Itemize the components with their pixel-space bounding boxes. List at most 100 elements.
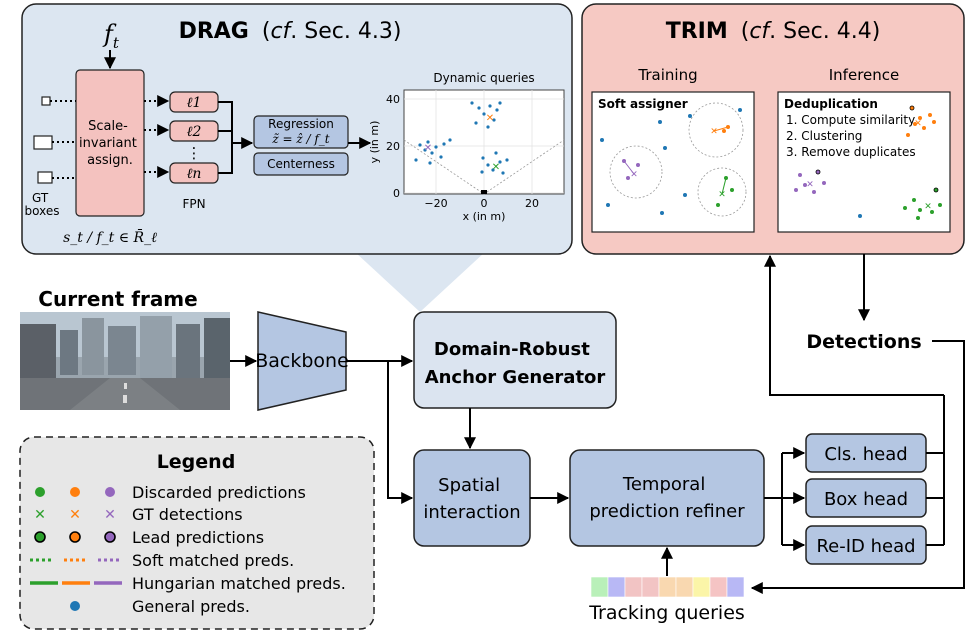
tracking-query-token (675, 576, 694, 598)
assign-box-label: Scale- invariant assign. (79, 119, 141, 168)
spatial-interaction-label: Spatial interaction (423, 475, 520, 523)
gt-boxes-label: GT boxes (25, 191, 60, 218)
tracking-query-token (590, 576, 609, 598)
legend-item-discarded: Discarded predictions (132, 483, 306, 502)
plot-xlabel: x (in m) (463, 210, 506, 223)
centerness-box (253, 152, 349, 176)
regression-box (253, 115, 349, 149)
drag-title: DRAG (cf. Sec. 4.3) (179, 19, 402, 44)
detections-label: Detections (806, 331, 921, 353)
training-gt-green: ✕ (718, 190, 726, 200)
legend-lead-orange (69, 531, 81, 543)
plot-points (414, 101, 509, 175)
tracking-queries-strip (590, 576, 745, 598)
dedup-title: Deduplication (784, 97, 878, 111)
legend-lead-purple (104, 531, 116, 543)
plot-gt-orange: ✕ (486, 113, 494, 124)
svg-text:40: 40 (386, 93, 400, 106)
svg-text:−20: −20 (424, 197, 447, 210)
training-circle-orange (688, 102, 744, 158)
training-circle-purple (609, 145, 663, 199)
backbone-label: Backbone (255, 350, 349, 372)
tracking-query-token (658, 576, 677, 598)
fpn-level-2-label: ℓ2 (187, 124, 202, 140)
gt-box-medium (33, 135, 53, 150)
tracking-query-token (607, 576, 626, 598)
drag-panel: DRAG (cf. Sec. 4.3) ft Scale- invariant … (21, 3, 573, 312)
regression-title: Regression (268, 117, 334, 131)
regression-formula: z̃ = ẑ / f_t (271, 132, 329, 146)
centerness-label: Centerness (267, 157, 335, 171)
fpn-bracket (218, 101, 233, 174)
fpn-level-1-label: ℓ1 (187, 95, 202, 111)
detections-to-tracking-arrow (750, 340, 965, 594)
legend-box (19, 436, 375, 630)
tracking-query-token (726, 576, 745, 598)
legend-discarded-purple (105, 487, 115, 497)
inference-gt-green: ✕ (924, 202, 932, 212)
legend-gt-green: ✕ (34, 507, 46, 523)
tracking-query-token (641, 576, 660, 598)
legend-item-soft: Soft matched preds. (132, 551, 294, 570)
training-gt-purple: ✕ (630, 170, 638, 180)
dedup-steps: 1. Compute similarity 2. Clustering 3. R… (786, 113, 919, 159)
svg-text:0: 0 (393, 187, 400, 200)
backbone-to-spatial-arrow (387, 361, 414, 504)
training-circle-green (697, 167, 747, 217)
soft-assigner-label: Soft assigner (598, 97, 688, 111)
inference-label: Inference (829, 66, 900, 84)
current-frame-label: Current frame (38, 287, 197, 311)
trim-title: TRIM (cf. Sec. 4.4) (666, 19, 881, 44)
plot-gt-green: ✕ (492, 162, 500, 173)
box-head-label: Box head (824, 489, 908, 510)
svg-text:20: 20 (386, 140, 400, 153)
tracking-query-token (692, 576, 711, 598)
trim-panel: TRIM (cf. Sec. 4.4) Training Inference S… (581, 3, 965, 255)
plot-tick-labels: −20 0 20 40 20 0 (386, 93, 539, 210)
inference-gt-orange: ✕ (914, 119, 922, 129)
plot-title: Dynamic queries (433, 71, 534, 85)
drag-module-label: Domain-Robust Anchor Generator (425, 339, 606, 388)
gt-box-large (37, 171, 53, 184)
heads-to-trim-arrow (764, 254, 944, 396)
reid-head-label: Re-ID head (816, 536, 915, 557)
legend-title: Legend (157, 451, 236, 473)
legend-item-general: General preds. (132, 597, 250, 616)
legend-item-hungarian: Hungarian matched preds. (132, 574, 346, 593)
gt-box-small (41, 96, 51, 106)
legend-item-gt: GT detections (132, 505, 243, 524)
spatial-interaction-module (413, 449, 531, 547)
fpn-label: FPN (182, 197, 205, 211)
temporal-refiner-label: Temporal prediction refiner (589, 474, 745, 522)
temporal-refiner-module (569, 449, 765, 547)
svg-text:0: 0 (481, 197, 488, 210)
training-points (600, 108, 742, 215)
legend: Legend Discarded predictions ✕ ✕ ✕ GT de… (19, 436, 375, 630)
legend-gt-orange: ✕ (69, 507, 81, 523)
scale-invariant-assign-box (75, 69, 145, 217)
plot-ego-vehicle (481, 190, 487, 194)
current-frame-image (20, 312, 230, 410)
legend-lead-green (34, 531, 46, 543)
plot-ylabel: y (in m) (368, 121, 381, 164)
tracking-query-token (624, 576, 643, 598)
inference-gt-purple: ✕ (806, 180, 814, 190)
cls-head-label: Cls. head (824, 444, 907, 465)
fpn-level-n-label: ℓn (187, 166, 202, 182)
plot-gt-purple: ✕ (424, 143, 432, 154)
tracking-queries-label: Tracking queries (588, 602, 745, 624)
range-formula: s_t / f_t ∈ R̄_ℓ (63, 228, 157, 246)
fpn-ellipsis: ⋮ (187, 144, 202, 162)
drag-module (413, 311, 617, 409)
training-label: Training (637, 66, 697, 84)
legend-gt-purple: ✕ (104, 507, 116, 523)
tracking-query-token (709, 576, 728, 598)
drag-callout-pointer (355, 252, 485, 312)
legend-discarded-orange (70, 487, 80, 497)
inference-points (794, 105, 942, 220)
legend-discarded-green (35, 487, 45, 497)
training-box (591, 91, 755, 233)
legend-general-blue (70, 601, 80, 611)
backbone-block (257, 311, 347, 411)
